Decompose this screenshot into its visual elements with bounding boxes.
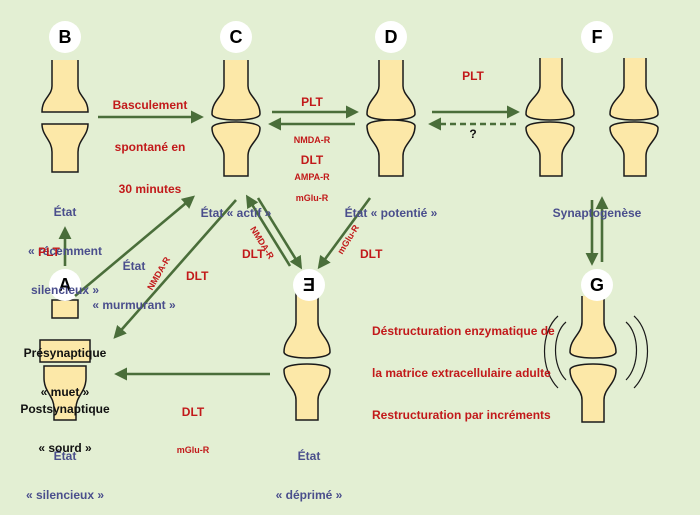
synapse-A [39, 299, 91, 421]
synapse-E [283, 290, 331, 421]
state-label-B: État « récemment silencieux » [27, 205, 103, 297]
synapse-B [41, 60, 89, 173]
label-C-to-D: PLT NMDA-R AMPA-R [293, 95, 331, 183]
letter-circle-F [581, 21, 613, 53]
arrow-C-to-A [113, 199, 237, 339]
label-C-to-E: NMDA-R DLT [242, 224, 277, 261]
arrow-E-to-C [245, 194, 292, 267]
presynaptic-label: Présynaptique « muet » [23, 346, 107, 399]
state-label-murmurant: État « murmurant » [92, 259, 176, 312]
label-D-to-F: PLT [462, 69, 484, 83]
letter-circle-G [581, 269, 613, 301]
letter-E: E [303, 275, 316, 295]
letter-A: A [58, 275, 72, 295]
letter-C: C [229, 27, 243, 47]
letter-G: G [589, 275, 604, 295]
state-label-D: État « potentié » [344, 206, 438, 220]
label-F-G-restructuring: Déstructuration enzymatique de la matric… [372, 324, 555, 422]
letter-B: B [58, 27, 72, 47]
letter-D: D [384, 27, 398, 47]
diagram-canvas [39, 21, 659, 423]
state-label-C: État « actif » [200, 206, 272, 220]
label-E-to-A: DLT mGlu-R [176, 405, 210, 456]
state-label-E: État « déprimé » [275, 449, 343, 502]
postsynaptic-label: Postsynaptique « sourd » [20, 402, 110, 455]
label-B-to-C: Basculement spontané en 30 minutes [112, 98, 188, 196]
letter-circle-C [220, 21, 252, 53]
letter-circle-A [49, 269, 81, 301]
letter-circle-B [49, 21, 81, 53]
synapse-C [211, 60, 261, 177]
letter-circle-D [375, 21, 407, 53]
arrow-A-to-C [74, 195, 195, 297]
arrow-D-to-E [317, 197, 372, 270]
label-C-to-A: NMDA-R DLT [145, 255, 209, 292]
label-D-to-E: mGlu-R DLT [335, 223, 383, 261]
synapse-F [525, 58, 659, 177]
arrow-C-to-E [256, 197, 303, 270]
synapse-G [543, 296, 649, 423]
synapse-states-diagram: B C D F A E G État « récemment silencieu… [20, 21, 659, 502]
label-D-to-C: DLT mGlu-R [295, 153, 329, 204]
label-F-to-D-question: ? [469, 127, 477, 141]
label-A-to-B: PLT [38, 245, 60, 259]
letter-circle-E [293, 269, 325, 301]
letter-F: F [591, 27, 603, 47]
state-label-F: Synaptogenèse [552, 206, 642, 220]
synapse-D [366, 60, 416, 177]
